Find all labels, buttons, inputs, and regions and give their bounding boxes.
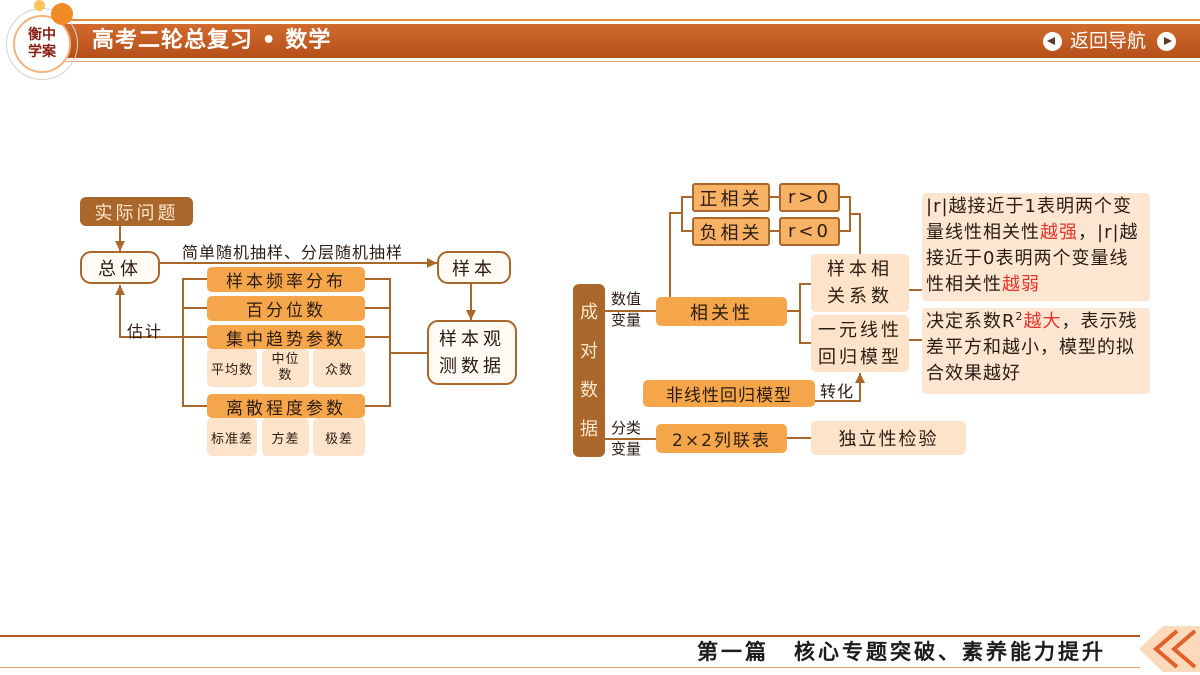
correlation-node: 相关性 — [656, 297, 787, 326]
negative-condition-node: r<0 — [779, 217, 840, 246]
note-text: ，|r|越接近于0表明两个变量线性相关性 — [926, 222, 1139, 295]
sample-observation-node: 样本观测数据 — [427, 320, 517, 385]
logo: 衡中 学案 — [6, 0, 78, 80]
sample-node: 样本 — [437, 251, 511, 284]
population-node: 总体 — [80, 251, 160, 284]
note-text: ，表示残差平方和越小，模型的拟合效果越好 — [926, 311, 1138, 384]
left-bracket — [182, 278, 207, 407]
linear-regression-label: 一元线性回归模型 — [818, 319, 902, 368]
logo-badge: 衡中 学案 — [13, 15, 71, 73]
footer: 第一篇 核心专题突破、素养能力提升 — [0, 620, 1200, 675]
right-bracket — [365, 278, 427, 407]
estimate-label: 估计 — [127, 322, 164, 341]
logo-dot-yellow — [34, 0, 45, 11]
chevron-left-inner — [1152, 629, 1179, 669]
independence-test-node: 独立性检验 — [811, 421, 966, 455]
header-top-line — [70, 19, 1200, 21]
mean-node: 平均数 — [207, 349, 257, 387]
note-highlight: 越大 — [1023, 311, 1062, 332]
arrow-left-icon — [1047, 37, 1055, 45]
note-text: 决定系数R — [926, 311, 1016, 332]
footer-top-line — [0, 635, 1140, 637]
header: 衡中 学案 高考二轮总复习 • 数学 返回导航 — [0, 0, 1200, 80]
transform-label: 转化 — [820, 382, 855, 401]
chevron-left-outer — [1170, 629, 1197, 669]
variance-node: 方差 — [262, 418, 309, 456]
logo-text-line2: 学案 — [28, 44, 56, 60]
sample-observation-label: 样本观测数据 — [439, 328, 505, 377]
footer-title: 核心专题突破、素养能力提升 — [794, 640, 1106, 664]
median-label: 中位数 — [271, 352, 300, 383]
footer-chevron-icon — [1139, 626, 1200, 672]
mode-node: 众数 — [313, 349, 365, 387]
logo-text-line1: 衡中 — [28, 27, 56, 43]
negative-correlation-node: 负相关 — [692, 217, 770, 246]
positive-correlation-node: 正相关 — [692, 183, 770, 212]
positive-condition-node: r>0 — [779, 183, 840, 212]
header-bar — [60, 24, 1200, 58]
connector-correlation-branches — [787, 283, 811, 344]
note-highlight: 越强 — [1040, 222, 1078, 243]
numeric-variables-label: 数值变量 — [611, 290, 642, 329]
connector-to-notes — [909, 289, 922, 341]
correlation-coefficient-node: 样本相关系数 — [811, 254, 909, 312]
percentile-node: 百分位数 — [207, 296, 365, 321]
back-to-nav-link[interactable]: 返回导航 — [1070, 30, 1147, 52]
dispersion-node: 离散程度参数 — [207, 394, 365, 419]
page-title: 高考二轮总复习 • 数学 — [92, 28, 332, 53]
determination-note: 决定系数R2越大，表示残差平方和越小，模型的拟合效果越好 — [922, 308, 1150, 394]
nonlinear-regression-node: 非线性回归模型 — [643, 380, 815, 407]
standard-deviation-node: 标准差 — [207, 418, 257, 456]
connector-type-conditions — [770, 196, 779, 232]
footer-chapter: 第一篇 核心专题突破、素养能力提升 — [697, 638, 1106, 666]
real-problem-node: 实际问题 — [80, 197, 193, 226]
header-bottom-line — [60, 61, 1200, 62]
categorical-variables-label: 分类变量 — [611, 419, 642, 458]
paired-data-node: 成对数据 — [573, 284, 605, 457]
note-highlight: 越弱 — [1002, 274, 1040, 295]
correlation-note: |r|越接近于1表明两个变量线性相关性越强，|r|越接近于0表明两个变量线性相关… — [922, 193, 1150, 301]
logo-dot-orange — [51, 3, 73, 25]
nav-next-button[interactable] — [1157, 32, 1176, 51]
linear-regression-node: 一元线性回归模型 — [811, 315, 909, 372]
sampling-methods-label: 简单随机抽样、分层随机抽样 — [182, 243, 404, 262]
nav-prev-button[interactable] — [1043, 32, 1062, 51]
connector-conditions-to-coefficient — [840, 196, 861, 254]
frequency-distribution-node: 样本频率分布 — [207, 267, 365, 292]
contingency-table-node: 2×2列联表 — [656, 424, 787, 453]
correlation-coefficient-label: 样本相关系数 — [827, 259, 893, 307]
paired-data-label: 成对数据 — [580, 301, 598, 440]
arrow-estimate-to-population — [115, 285, 183, 338]
median-node: 中位数 — [262, 349, 309, 387]
central-tendency-node: 集中趋势参数 — [207, 325, 365, 350]
note-text: |r|越接近于1表明两个变量线性相关性 — [926, 196, 1132, 243]
range-node: 极差 — [313, 418, 365, 456]
footer-part: 第一篇 — [697, 640, 769, 664]
arrow-nonlinear-to-linear — [815, 373, 865, 402]
footer-bottom-line — [0, 667, 1140, 668]
connector-correlation-types — [669, 196, 692, 297]
arrow-right-icon — [1164, 37, 1172, 45]
note-superscript: 2 — [1015, 310, 1024, 323]
